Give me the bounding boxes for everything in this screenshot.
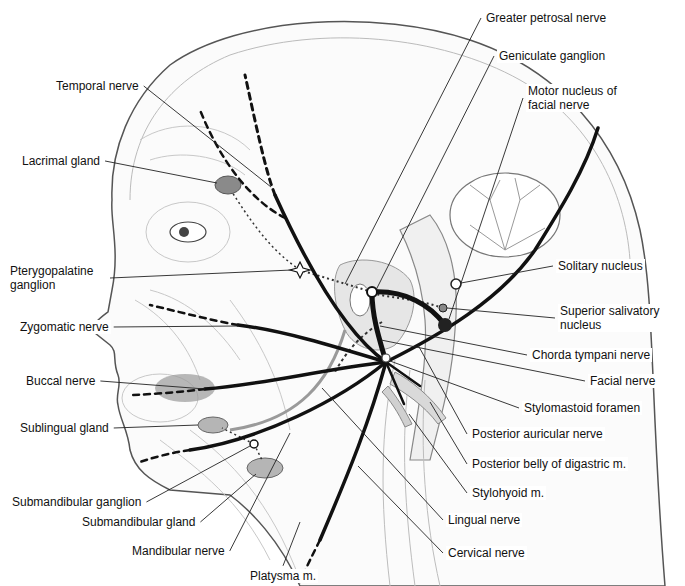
structure-label: Greater petrosal nerve <box>484 11 608 25</box>
structure-label: Pterygopalatine ganglion <box>8 264 107 293</box>
structure-label: Posterior auricular nerve <box>470 427 605 441</box>
stylomastoid-foramen <box>382 354 390 362</box>
structure-label: Sublingual gland <box>18 421 111 435</box>
marginal-branch-dashed <box>140 450 190 462</box>
structure-label: Motor nucleus of facial nerve <box>526 84 648 113</box>
muscle-line <box>160 440 270 560</box>
structure-label: Posterior belly of digastric m. <box>470 457 628 471</box>
structure-label: Cervical nerve <box>446 546 527 560</box>
leader-line <box>200 474 256 522</box>
structure-label: Buccal nerve <box>24 374 97 388</box>
structure-label: Stylohyoid m. <box>470 486 546 500</box>
leader-line <box>380 326 527 355</box>
zygomatic-branch <box>238 325 386 362</box>
structure-label: Lacrimal gland <box>20 154 102 168</box>
leader-line <box>358 466 443 553</box>
structure-label: Geniculate ganglion <box>497 49 607 63</box>
muscle-line <box>150 290 240 360</box>
greater-petrosal-nerve <box>300 270 372 292</box>
structure-label: Chorda tympani nerve <box>530 348 652 362</box>
iris <box>179 227 189 237</box>
structure-label: Platysma m. <box>248 569 318 583</box>
buccal-branch <box>205 362 386 389</box>
submandibular-gland <box>247 458 283 478</box>
leader-line <box>418 345 467 434</box>
lacrimal-secretory-fibres <box>232 192 300 270</box>
facial-nerve-branches <box>132 75 598 582</box>
structure-label: Superior salivatory nucleus <box>558 304 674 333</box>
geniculate-ganglion <box>367 287 377 297</box>
leader-line <box>144 86 271 187</box>
structure-label: Lingual nerve <box>446 513 522 527</box>
leader-line <box>345 18 481 284</box>
pterygopalatine-ganglion <box>290 262 310 278</box>
stylohyoid-muscle <box>382 386 412 427</box>
orbicularis-oculi <box>146 202 230 262</box>
leader-line <box>283 522 300 566</box>
superior-salivatory-nucleus <box>439 304 447 312</box>
leader-line <box>114 425 198 428</box>
leader-line <box>100 381 205 389</box>
muscle-line <box>405 370 415 586</box>
leader-line <box>114 326 238 328</box>
cerebellum <box>450 173 560 257</box>
buccal-branch-dashed <box>132 389 205 395</box>
leader-line <box>461 266 553 283</box>
cerebellum-folia <box>470 178 545 250</box>
lacrimal-gland <box>215 176 241 194</box>
leader-line <box>376 56 494 290</box>
structure-label: Submandibular gland <box>80 515 197 529</box>
structure-label: Temporal nerve <box>54 79 141 93</box>
structure-label: Solitary nucleus <box>556 259 645 273</box>
muscle-line <box>150 155 245 175</box>
muscle-line <box>230 300 290 430</box>
leader-line <box>447 308 555 318</box>
muscle-line <box>135 300 200 380</box>
cervical-branch <box>320 362 386 540</box>
leader-line <box>230 433 290 551</box>
leader-line <box>409 414 467 493</box>
eye <box>170 222 206 242</box>
muscle-line <box>140 126 250 150</box>
skull-inner-line <box>130 38 630 260</box>
leader-line <box>146 446 250 502</box>
stylohyoid-branch <box>386 362 404 404</box>
zygomatic-branch-dashed <box>150 305 238 325</box>
folium-line <box>470 178 545 250</box>
structure-label: Zygomatic nerve <box>18 320 111 334</box>
leader-line <box>105 161 217 183</box>
leader-line <box>390 361 519 408</box>
structure-label: Mandibular nerve <box>130 544 227 558</box>
temporal-branch-dashed <box>245 75 275 195</box>
leader-line <box>449 98 523 319</box>
structure-label: Stylomastoid foramen <box>522 401 642 415</box>
leader-line <box>322 388 443 520</box>
leader-line <box>430 402 467 464</box>
leader-line <box>110 270 292 278</box>
structure-label: Submandibular ganglion <box>10 495 143 509</box>
submandibular-ganglion <box>250 440 258 448</box>
motor-nucleus <box>438 318 452 332</box>
sublingual-gland <box>198 417 228 433</box>
structure-label: Facial nerve <box>588 374 657 388</box>
